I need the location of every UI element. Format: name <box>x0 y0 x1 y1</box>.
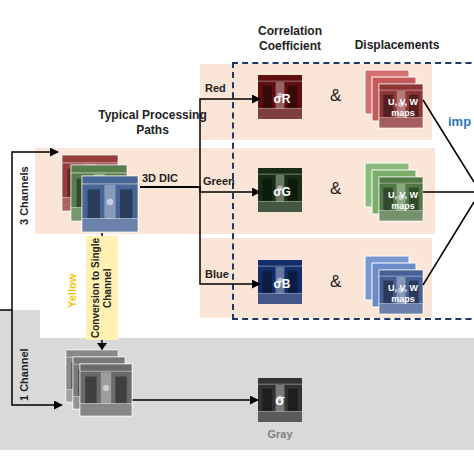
rgb-image-stack <box>62 155 138 232</box>
node-text: σG <box>260 170 304 214</box>
node-text: σ <box>258 378 302 422</box>
correlation-map: σB <box>260 262 304 306</box>
gray-band <box>0 338 474 450</box>
correlation-map: σGray <box>258 378 302 422</box>
ampersand: & <box>330 179 341 199</box>
merge-line <box>423 202 474 285</box>
node-text: imp <box>448 114 471 129</box>
ampersand: & <box>330 86 341 106</box>
conversion-band: Conversion to Single Channel <box>86 236 118 340</box>
arrow-head <box>97 343 107 350</box>
path-label: 3 Channels <box>18 158 30 234</box>
node-text: U, V, W maps <box>381 86 425 130</box>
background-bands <box>0 64 474 450</box>
gray-image <box>80 364 132 416</box>
node-text: Conversion to Single Channel <box>90 236 114 340</box>
edge-label: Green <box>203 175 235 187</box>
node-text: σB <box>260 262 304 306</box>
gray-image-stack <box>66 343 132 416</box>
displacement-maps: U, V, W maps <box>367 258 425 316</box>
flow-arrow <box>101 233 103 236</box>
correlation-images <box>258 75 302 422</box>
rgb-image-stack: Typical Processing Paths <box>62 155 140 233</box>
merge-line <box>423 100 474 182</box>
flow-arrow <box>140 187 260 284</box>
scene-picture <box>82 176 138 232</box>
edge-label: Blue <box>205 268 229 280</box>
node-text: U, V, W maps <box>381 272 425 316</box>
node-text: Gray <box>250 428 310 440</box>
column-header: Correlation Coefficient <box>245 24 335 54</box>
correlation-map: σG <box>260 170 304 214</box>
flow-lines <box>0 100 474 405</box>
peach-band <box>200 238 432 318</box>
gray-band <box>0 310 40 338</box>
node-text: σR <box>260 77 304 121</box>
gray-correlation-image <box>258 378 302 422</box>
scene-picture <box>80 364 132 416</box>
color-label: Yellow <box>66 262 78 320</box>
column-header: Displacements <box>352 38 442 52</box>
flow-arrow <box>140 99 260 187</box>
dashed-group-box: imp σR U, V, W maps σG U, V, W maps σB U, V, W… <box>232 62 474 320</box>
edge-label: Red <box>205 82 226 94</box>
peach-band <box>200 64 432 140</box>
displacement-maps: U, V, W maps <box>367 72 425 130</box>
peach-band <box>35 148 435 234</box>
node-text: U, V, W maps <box>381 179 425 223</box>
displacement-maps: U, V, W maps <box>367 165 425 223</box>
step-label: 3D DIC <box>142 172 178 184</box>
correlation-map: σR <box>260 77 304 121</box>
ampersand: & <box>330 272 341 292</box>
path-label: 1 Channel <box>18 342 30 408</box>
merge-line <box>423 191 474 193</box>
input-line <box>0 152 58 310</box>
blue-image <box>82 176 138 232</box>
node-text: Typical Processing Paths <box>90 108 215 138</box>
scene-picture <box>258 378 302 422</box>
